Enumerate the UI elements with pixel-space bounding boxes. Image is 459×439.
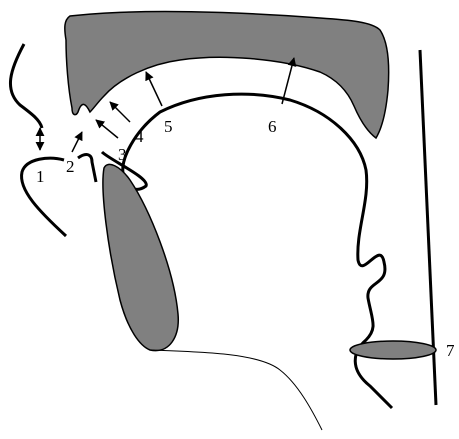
label-3: 3 bbox=[118, 145, 127, 164]
upper-lip bbox=[10, 44, 42, 128]
palate-shape bbox=[65, 12, 389, 138]
arrow-6 bbox=[282, 58, 294, 104]
arrow-3 bbox=[96, 120, 118, 138]
label-7: 7 bbox=[446, 341, 455, 360]
label-2: 2 bbox=[66, 157, 75, 176]
arrow-2 bbox=[72, 132, 82, 152]
jaw-shape bbox=[103, 164, 178, 350]
label-4: 4 bbox=[135, 127, 144, 146]
label-6: 6 bbox=[268, 117, 277, 136]
label-5: 5 bbox=[164, 117, 173, 136]
glottis-ellipse bbox=[350, 341, 436, 359]
neck-line bbox=[150, 350, 322, 430]
arrow-4 bbox=[110, 102, 130, 122]
lower-teeth bbox=[78, 155, 96, 182]
label-1: 1 bbox=[36, 167, 45, 186]
arrow-5 bbox=[146, 72, 162, 106]
